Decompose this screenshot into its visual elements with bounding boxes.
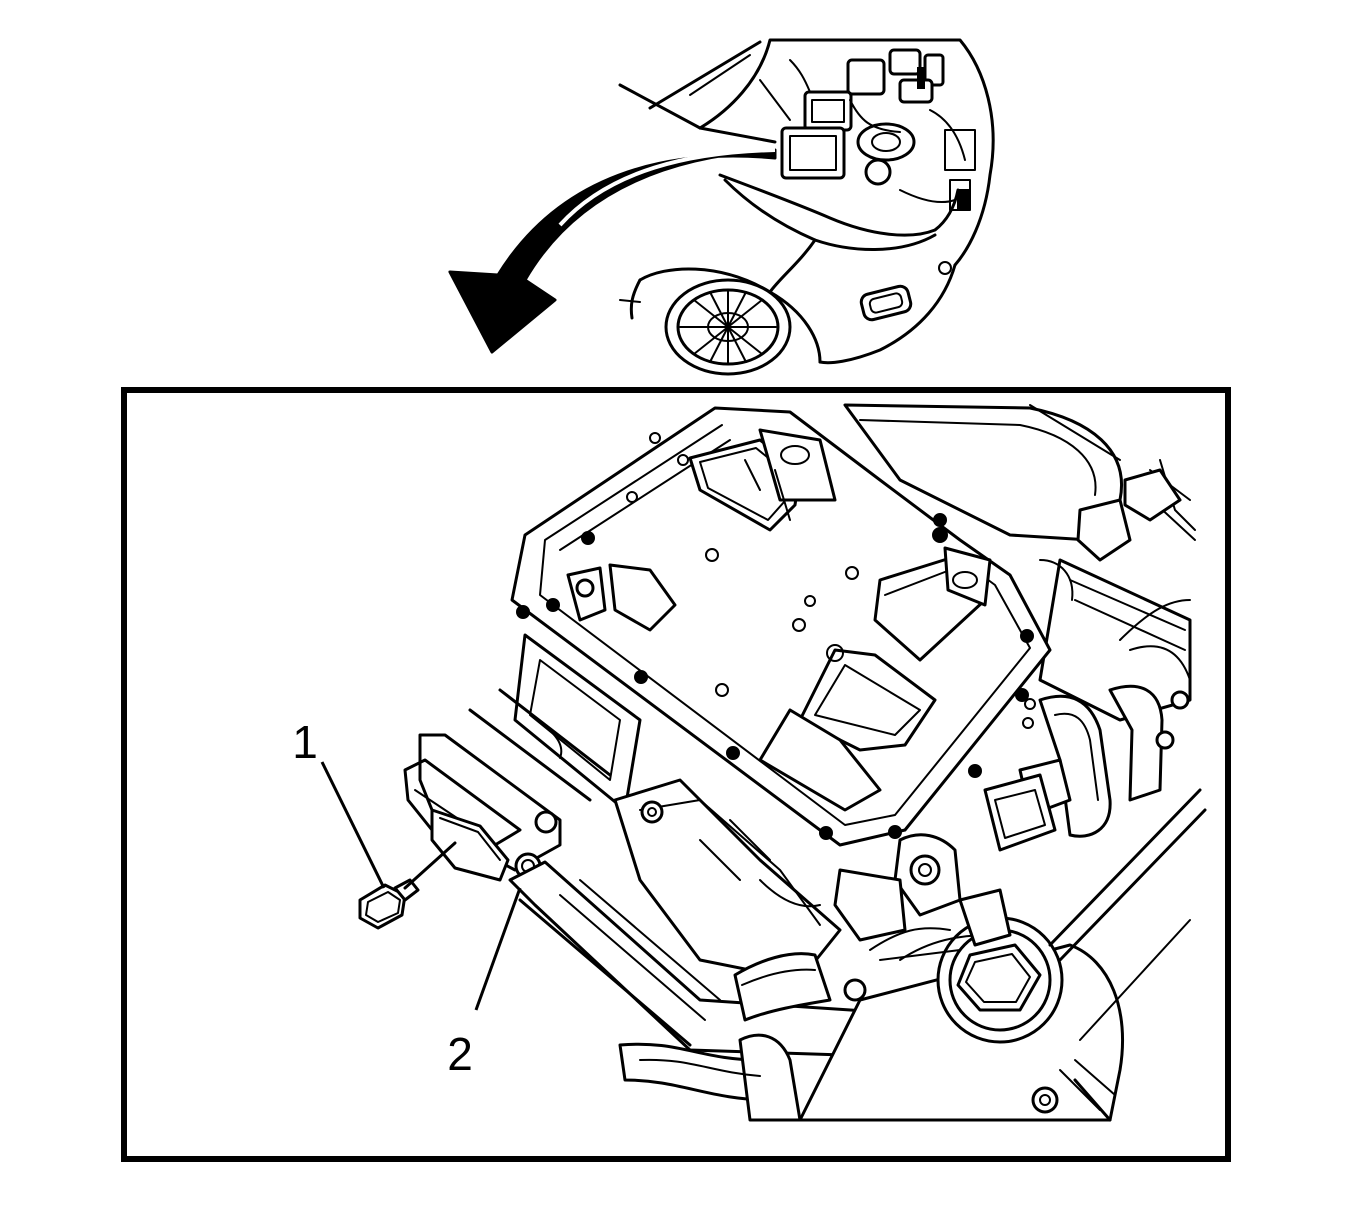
callout-1-label: 1 xyxy=(292,716,318,768)
detail-assembly-illustration xyxy=(403,403,1207,1122)
fastener-bolt-icon xyxy=(358,841,457,930)
callout-2-label: 2 xyxy=(447,1028,473,1080)
callout-2-leader xyxy=(474,887,522,1011)
vehicle-locator-icon xyxy=(618,38,995,376)
callout-1-leader xyxy=(320,761,386,889)
